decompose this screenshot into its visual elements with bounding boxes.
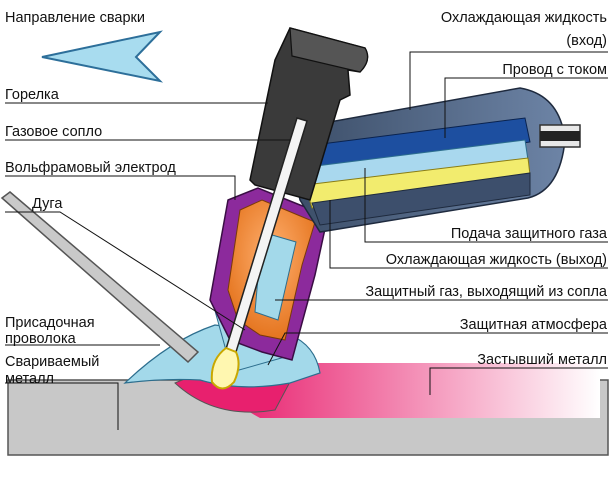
label-torch: Горелка — [5, 87, 60, 103]
label-base-1: Свариваемый — [5, 354, 99, 370]
label-current-wire: Провод с током — [502, 62, 607, 78]
current-wire-core — [540, 131, 580, 141]
label-base-2: металл — [5, 371, 54, 387]
label-shield-atm: Защитная атмосфера — [460, 317, 608, 333]
label-gas-nozzle: Газовое сопло — [5, 124, 102, 140]
label-filler-2: проволока — [5, 331, 77, 347]
direction-arrow-icon — [41, 30, 164, 83]
label-filler-1: Присадочная — [5, 315, 95, 331]
solid-metal — [230, 363, 600, 418]
label-solid-metal: Застывший металл — [477, 352, 607, 368]
leader-lines — [5, 51, 608, 430]
torch-cap — [289, 27, 369, 73]
arc — [210, 346, 240, 390]
label-arc: Дуга — [32, 196, 63, 212]
label-coolant-in-1: Охлаждающая жидкость — [441, 10, 607, 26]
label-shield-gas-feed: Подача защитного газа — [451, 226, 608, 242]
label-shield-gas-out: Защитный газ, выходящий из сопла — [365, 284, 608, 300]
label-coolant-out: Охлаждающая жидкость (выход) — [386, 252, 607, 268]
label-direction: Направление сварки — [5, 10, 145, 26]
filler-wire — [0, 191, 200, 364]
label-tungsten: Вольфрамовый электрод — [5, 160, 176, 176]
label-coolant-in-2: (вход) — [566, 33, 607, 49]
hose-inner-band — [311, 172, 531, 226]
